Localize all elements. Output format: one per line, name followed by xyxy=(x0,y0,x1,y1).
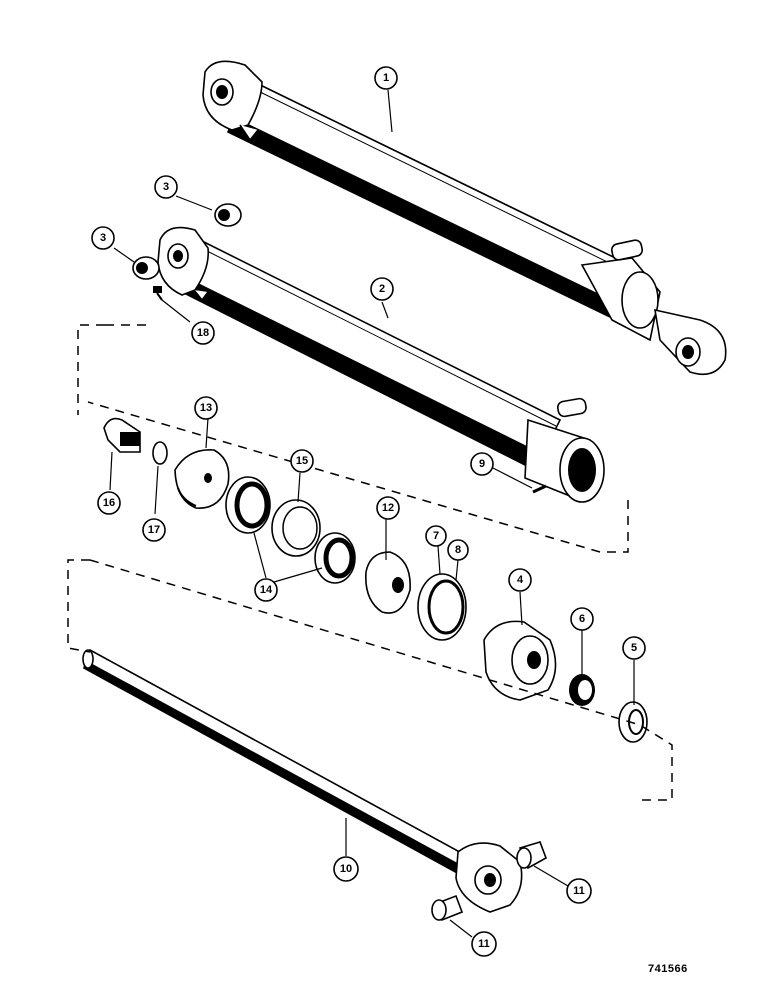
callout-9: 9 xyxy=(470,452,494,476)
svg-text:6: 6 xyxy=(579,613,585,625)
washer-17 xyxy=(152,441,168,465)
bushing-3-upper xyxy=(214,203,242,227)
dashed-group-outline-lower xyxy=(67,559,673,801)
callout-3-lower: 3 xyxy=(91,226,115,250)
svg-text:4: 4 xyxy=(517,574,524,586)
svg-text:11: 11 xyxy=(478,938,490,950)
callout-12: 12 xyxy=(376,496,400,520)
cylinder-barrel-2 xyxy=(157,226,605,503)
callout-3-upper: 3 xyxy=(154,175,178,199)
rod-seal-6 xyxy=(569,674,595,706)
svg-text:2: 2 xyxy=(379,283,385,295)
callout-2: 2 xyxy=(370,277,394,301)
svg-text:13: 13 xyxy=(200,402,212,414)
callout-18: 18 xyxy=(191,321,215,345)
svg-text:18: 18 xyxy=(197,327,209,339)
setscrew-9 xyxy=(532,484,547,494)
svg-text:17: 17 xyxy=(148,524,160,536)
callout-1: 1 xyxy=(374,66,398,90)
callout-5: 5 xyxy=(622,636,646,660)
piston-rod-10 xyxy=(82,648,523,913)
callout-6: 6 xyxy=(570,607,594,631)
cylinder-assembly-1 xyxy=(202,60,727,376)
svg-text:11: 11 xyxy=(573,885,585,897)
svg-text:9: 9 xyxy=(479,458,485,470)
cylinder-head-4 xyxy=(483,620,557,701)
callout-17: 17 xyxy=(142,518,166,542)
o-ring-7-8 xyxy=(417,573,467,641)
svg-text:5: 5 xyxy=(631,642,637,654)
wiper-5 xyxy=(618,701,648,743)
document-number: 741566 xyxy=(648,963,688,975)
callout-10: 10 xyxy=(333,856,359,882)
callout-13: 13 xyxy=(194,396,218,420)
svg-text:3: 3 xyxy=(163,181,169,193)
leader-lines xyxy=(109,89,635,938)
bushing-11-lower xyxy=(431,894,464,922)
svg-text:16: 16 xyxy=(103,497,115,509)
bushing-11-upper xyxy=(516,841,547,870)
fitting-16 xyxy=(103,417,141,453)
callout-16: 16 xyxy=(97,491,121,515)
callout-14: 14 xyxy=(254,578,278,602)
svg-text:15: 15 xyxy=(296,455,308,467)
bushing-3-lower xyxy=(132,256,160,280)
callout-4: 4 xyxy=(508,568,532,592)
svg-text:14: 14 xyxy=(260,584,273,596)
piston-13 xyxy=(174,449,230,509)
svg-text:12: 12 xyxy=(382,502,394,514)
callout-7: 7 xyxy=(425,525,447,547)
callout-8: 8 xyxy=(447,539,469,561)
svg-text:3: 3 xyxy=(100,232,106,244)
callout-11-upper: 11 xyxy=(566,878,592,904)
callout-15: 15 xyxy=(290,449,314,473)
seal-14-a xyxy=(225,476,271,534)
callout-11-lower: 11 xyxy=(471,931,497,957)
grease-fitting-18 xyxy=(153,286,163,301)
svg-text:8: 8 xyxy=(455,544,461,556)
svg-text:10: 10 xyxy=(340,863,352,875)
dashed-group-outline-upper xyxy=(77,324,629,553)
svg-text:7: 7 xyxy=(433,530,439,542)
wear-ring-15 xyxy=(271,499,321,557)
backup-ring-12 xyxy=(365,551,411,614)
svg-text:1: 1 xyxy=(383,72,389,84)
seal-14-b xyxy=(314,532,356,584)
